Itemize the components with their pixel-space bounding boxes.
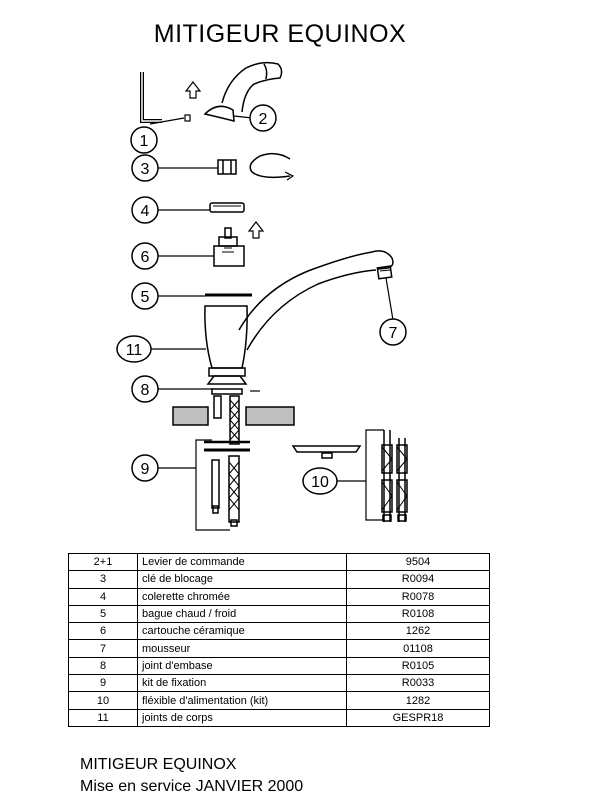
- part-description-cell: cartouche céramique: [137, 622, 347, 641]
- supply-hoses-drawing: [291, 430, 408, 522]
- callout-6-label: 6: [141, 249, 150, 266]
- part-number-cell: 7: [68, 639, 138, 658]
- part-number-cell: 8: [68, 656, 138, 676]
- chrome-collar-drawing: [209, 202, 245, 213]
- mounting-studs-drawing: [213, 395, 240, 445]
- leader-lines: [149, 115, 394, 531]
- callout-7-label: 7: [389, 325, 398, 342]
- part-description-cell: bague chaud / froid: [137, 604, 347, 624]
- part-number-cell: 9: [68, 674, 138, 693]
- lever-handle-drawing: [203, 61, 283, 122]
- callout-8-label: 8: [141, 382, 150, 399]
- callout-9-label: 9: [141, 461, 150, 478]
- part-description-cell: clé de blocage: [137, 570, 347, 589]
- up-arrow-icon: [247, 221, 265, 239]
- callout-circles: [116, 104, 407, 495]
- callout-11-label: 11: [126, 342, 143, 359]
- part-reference-cell: GESPR18: [346, 708, 490, 727]
- callout-5-label: 5: [141, 289, 150, 306]
- part-description-cell: joints de corps: [137, 708, 347, 727]
- blocking-key-drawing: [217, 152, 295, 181]
- counter-surface-drawing: [172, 406, 295, 426]
- part-description-cell: fléxible d'alimentation (kit): [137, 691, 347, 710]
- callout-1-label: 1: [140, 133, 149, 150]
- base-joint-drawing: [211, 388, 260, 395]
- part-reference-cell: 1262: [346, 622, 490, 641]
- part-reference-cell: R0033: [346, 674, 490, 693]
- footer-service-date: Mise en service JANVIER 2000: [80, 778, 304, 795]
- footer: MITIGEUR EQUINOX Mise en service JANVIER…: [80, 754, 303, 798]
- mixer-body-drawing: [204, 250, 394, 385]
- part-reference-cell: R0094: [346, 570, 490, 589]
- part-reference-cell: 9504: [346, 552, 490, 572]
- callout-4-label: 4: [141, 203, 150, 220]
- part-reference-cell: R0078: [346, 587, 490, 606]
- part-reference-cell: 01108: [346, 639, 490, 658]
- part-description-cell: joint d'embase: [137, 656, 347, 676]
- part-reference-cell: 1282: [346, 691, 490, 710]
- part-description-cell: mousseur: [137, 639, 347, 658]
- part-reference-cell: R0108: [346, 604, 490, 624]
- part-number-cell: 2+1: [68, 552, 138, 572]
- part-number-cell: 10: [68, 691, 138, 710]
- part-number-cell: 4: [68, 587, 138, 606]
- allen-key-drawing: [140, 72, 191, 123]
- part-description-cell: colerette chromée: [137, 587, 347, 606]
- up-arrow-icon: [184, 81, 202, 99]
- callout-2-label: 2: [259, 111, 268, 128]
- part-description-cell: Levier de commande: [137, 552, 347, 572]
- callout-10-label: 10: [311, 474, 329, 491]
- fixing-kit-drawing: [204, 440, 250, 527]
- part-number-cell: 11: [68, 708, 138, 727]
- exploded-view-diagram: 1 2 3 4 6 5 7 11 8 9 10: [116, 61, 408, 531]
- page-title: MITIGEUR EQUINOX: [153, 20, 407, 48]
- part-description-cell: kit de fixation: [137, 674, 347, 693]
- part-number-cell: 5: [68, 604, 138, 624]
- part-number-cell: 6: [68, 622, 138, 641]
- ceramic-cartridge-drawing: [213, 227, 245, 267]
- callout-3-label: 3: [141, 161, 150, 178]
- part-reference-cell: R0105: [346, 656, 490, 676]
- footer-title: MITIGEUR EQUINOX: [80, 756, 237, 773]
- part-number-cell: 3: [68, 570, 138, 589]
